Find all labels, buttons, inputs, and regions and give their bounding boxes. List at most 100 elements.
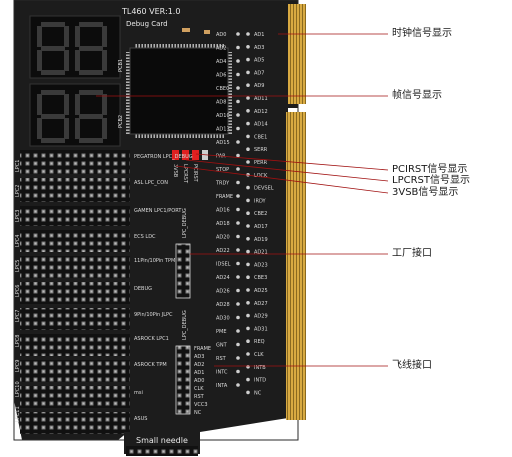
signal-label-left: AD2 xyxy=(216,46,226,52)
main-chip xyxy=(126,44,232,138)
signal-label-right: CLK xyxy=(254,352,264,358)
signal-led-left xyxy=(236,59,240,63)
signal-label-right: AD3 xyxy=(254,45,264,51)
signal-led-right xyxy=(246,313,250,318)
signal-label-right: DEVSEL xyxy=(254,186,274,192)
signal-led-left xyxy=(236,207,240,212)
lpc-label: LPC10 xyxy=(15,381,21,397)
small-needle-text: Small needle xyxy=(136,436,188,445)
signal-led-right xyxy=(246,211,250,215)
connector-label: GAMEN LPC1/PORT xyxy=(134,208,182,214)
signal-label-right: AD11 xyxy=(254,96,268,102)
signal-label-left: TRDY xyxy=(215,181,230,187)
chip-label-top: PCB1 xyxy=(118,59,124,72)
signal-led-right xyxy=(246,249,250,254)
lpc-label: LPC5 xyxy=(15,260,21,272)
signal-led-right xyxy=(246,288,250,292)
chip-label-bottom: PCB2 xyxy=(118,115,124,128)
signal-label-left: AD20 xyxy=(216,235,230,241)
signal-label-left: GNT xyxy=(216,343,228,349)
header-label-upper: LPC_DEBUG xyxy=(182,208,188,238)
connector-label: ASL LPC_CON xyxy=(134,180,168,186)
led-pcirst xyxy=(192,150,199,160)
signal-led-right xyxy=(246,237,250,241)
signal-led-left xyxy=(236,234,240,239)
signal-label-right: PERR xyxy=(254,160,268,166)
leader-line xyxy=(195,153,389,171)
signal-led-left xyxy=(236,275,240,279)
signal-label-left: AD24 xyxy=(216,275,230,281)
signal-label-left: AD0 xyxy=(216,32,226,38)
signal-led-left xyxy=(236,194,240,198)
annotation-lpcrst-signal: LPCRST信号显示 xyxy=(392,175,470,186)
signal-led-left xyxy=(236,113,240,117)
signal-led-left xyxy=(236,248,240,252)
signal-label-right: AD27 xyxy=(254,301,268,307)
signal-label-right: INTB xyxy=(254,365,266,371)
signal-led-left xyxy=(236,221,240,225)
lpc-label: LPC1 xyxy=(15,160,21,172)
annotation-clock-signal: 时钟信号显示 xyxy=(392,28,452,39)
signal-led-left xyxy=(236,45,240,50)
signal-label-left: AD8 xyxy=(216,100,226,106)
annotation-frame-signal: 帧信号显示 xyxy=(392,90,442,101)
lpc-label: LPC2 xyxy=(15,185,21,197)
signal-label-left: INTC xyxy=(216,370,228,376)
flywire-label: CLK xyxy=(194,386,204,392)
annotation-flywire-port: 飞线接口 xyxy=(392,360,432,371)
signal-label-right: AD17 xyxy=(254,224,268,230)
signal-led-left xyxy=(236,140,240,144)
signal-led-right xyxy=(246,96,250,100)
signal-label-right: REQ xyxy=(254,339,265,345)
signal-label-left: PME xyxy=(216,329,227,335)
signal-led-right xyxy=(246,377,250,382)
led-label-lpcrst: LPCRST xyxy=(182,164,188,184)
signal-label-right: AD31 xyxy=(254,326,268,332)
signal-led-right xyxy=(246,45,250,49)
signal-label-right: AD14 xyxy=(254,122,268,128)
signal-label-left: IDSEL xyxy=(216,262,231,268)
connector-label: 11Pin/10Pin TPM xyxy=(134,258,175,264)
flywire-label: AD0 xyxy=(194,378,204,384)
signal-label-right: AD1 xyxy=(254,32,264,38)
signal-label-left: AD30 xyxy=(216,316,230,322)
connector-label: 9Pin/10Pin JLPC xyxy=(134,312,173,318)
lpc-label: LPC3 xyxy=(15,210,21,222)
signal-label-left: FRAME xyxy=(216,194,233,200)
signal-label-right: SERR xyxy=(254,147,268,153)
signal-label-right: AD19 xyxy=(254,237,268,243)
annotation-pcirst-signal: PCIRST信号显示 xyxy=(392,164,468,175)
gold-finger-lower xyxy=(286,112,306,420)
signal-label-left: AD6 xyxy=(216,73,226,79)
signal-led-right xyxy=(246,185,250,190)
signal-led-left xyxy=(236,86,240,90)
lpc-debug-header-upper xyxy=(175,243,191,299)
signal-led-left xyxy=(236,356,240,360)
flywire-label: VCC3 xyxy=(194,402,208,408)
signal-led-left xyxy=(236,302,240,306)
signal-label-right: LOCK xyxy=(254,173,268,179)
signal-led-right xyxy=(246,147,250,151)
connector-label: DEBUG xyxy=(134,286,152,292)
connector-label: msi xyxy=(134,390,143,396)
signal-led-right xyxy=(246,326,250,331)
flywire-label: AD3 xyxy=(194,354,204,360)
signal-led-right xyxy=(246,83,250,87)
signal-led-left xyxy=(236,72,240,77)
signal-label-right: CBE3 xyxy=(254,275,267,281)
signal-label-left: INTA xyxy=(216,383,228,389)
signal-label-left: AD22 xyxy=(216,248,230,254)
connector-label: ECS LDC xyxy=(134,234,156,240)
led-label-pcirst: PCIRST xyxy=(192,164,198,183)
signal-label-right: AD9 xyxy=(254,83,264,89)
lpc-label: LPC7 xyxy=(15,310,21,322)
lpc-debug-header-lower xyxy=(175,345,191,415)
signal-label-right: NC xyxy=(254,390,262,396)
board-model-text: TL460 VER:1.0 xyxy=(121,7,180,16)
lpc-header-column xyxy=(20,150,130,434)
signal-label-left: STOP xyxy=(216,167,229,173)
signal-label-left: AD4 xyxy=(216,59,226,65)
signal-label-left: AD18 xyxy=(216,221,230,227)
signal-led-left xyxy=(236,342,240,347)
signal-label-right: CBE1 xyxy=(254,134,267,140)
